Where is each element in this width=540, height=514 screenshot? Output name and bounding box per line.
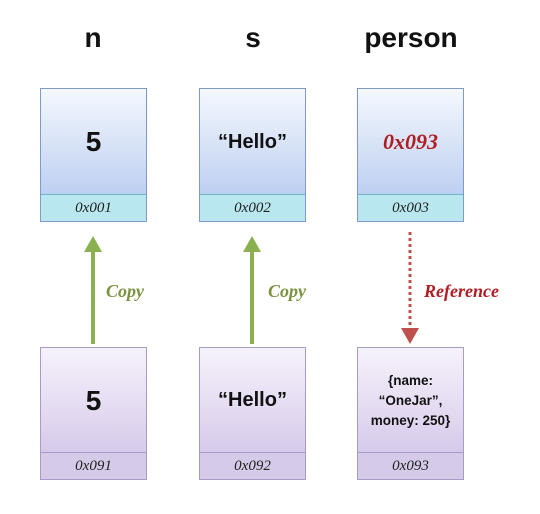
var-s-address: 0x002	[200, 194, 305, 221]
var-s-value: “Hello”	[218, 130, 287, 153]
copy-label-n: Copy	[106, 281, 144, 301]
header-n: n	[84, 22, 102, 53]
value-n-box: 5 0x091	[40, 347, 147, 480]
value-person-box: {name: “OneJar”, money: 250} 0x093	[357, 347, 464, 480]
object-line-3: money: 250}	[370, 412, 451, 428]
value-s-box: “Hello” 0x092	[199, 347, 306, 480]
value-s-value: “Hello”	[218, 389, 287, 411]
header-s: s	[245, 22, 261, 53]
value-n-value: 5	[85, 384, 102, 416]
object-line-2: “OneJar”,	[378, 392, 443, 408]
var-n-value: 5	[85, 126, 102, 157]
reference-label: Reference	[424, 281, 499, 301]
value-person-object: {name: “OneJar”, money: 250}	[358, 348, 463, 453]
var-person-address: 0x003	[358, 194, 463, 221]
header-person: person	[364, 22, 458, 53]
reference-arrow	[401, 232, 419, 344]
object-line-1: {name:	[387, 372, 433, 388]
copy-arrow-s	[243, 236, 261, 344]
value-person-address: 0x093	[358, 452, 463, 479]
var-s-box: “Hello” 0x002	[199, 88, 306, 222]
copy-arrow-n	[84, 236, 102, 344]
var-person-pointer: 0x093	[383, 129, 438, 154]
var-person-box: 0x093 0x003	[357, 88, 464, 222]
copy-label-s: Copy	[268, 281, 306, 301]
var-n-box: 5 0x001	[40, 88, 147, 222]
var-n-address: 0x001	[41, 194, 146, 221]
value-s-address: 0x092	[200, 452, 305, 479]
value-n-address: 0x091	[41, 452, 146, 479]
